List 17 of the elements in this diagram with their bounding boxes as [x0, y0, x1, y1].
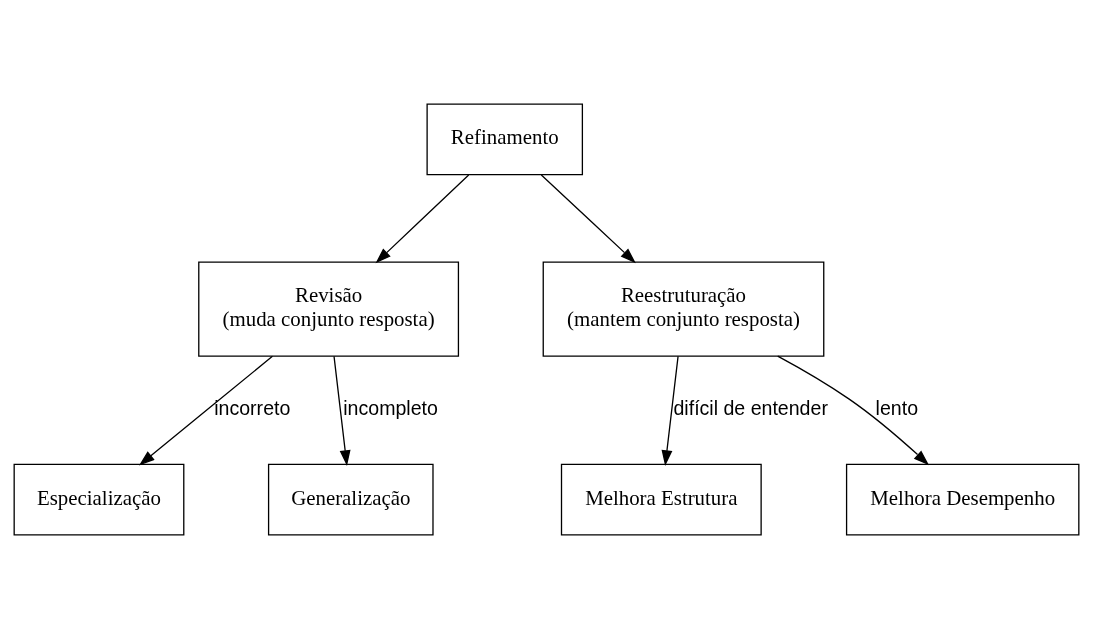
arrow: [139, 355, 274, 466]
node-box: Revisão (muda conjunto resposta): [198, 261, 460, 357]
arrow: [661, 355, 679, 466]
arrow: [375, 174, 470, 264]
edge-label: difícil de entender: [673, 396, 828, 419]
arrow: [777, 355, 930, 466]
edge-label: incompleto: [343, 396, 438, 419]
node-box: Reestruturação (mantem conjunto resposta): [542, 261, 825, 357]
node-box: Generalização: [267, 463, 434, 536]
arrow: [333, 355, 351, 466]
node-box: Melhora Desempenho: [845, 463, 1080, 536]
node-box: Refinamento: [426, 103, 584, 176]
arrow: [540, 174, 636, 264]
node-box: Melhora Estrutura: [560, 463, 762, 536]
edge-label: incorreto: [214, 396, 291, 419]
node-box: Especialização: [13, 463, 185, 536]
edge-label: lento: [875, 396, 919, 419]
